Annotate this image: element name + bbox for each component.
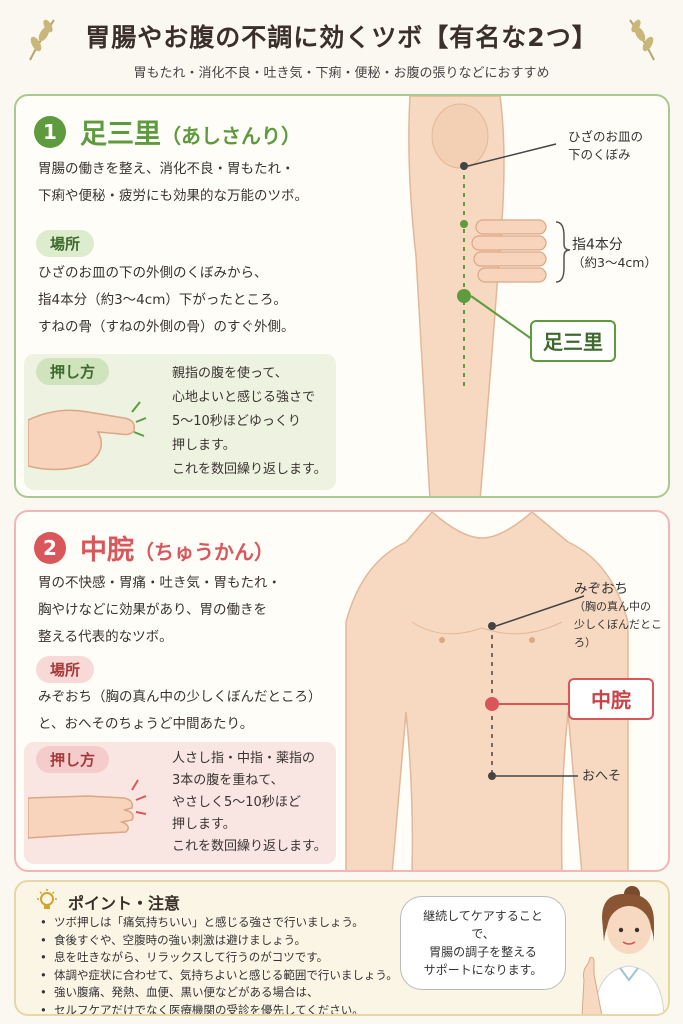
list-item: 息を吐きながら、リラックスして行うのがコツです。 (40, 949, 398, 967)
point-title: 足三里（あしさんり） (80, 119, 301, 150)
ashisanri-callout: 足三里 (530, 320, 616, 362)
nurse-avatar (581, 886, 665, 1014)
hand-fingers-icon (28, 779, 147, 839)
list-item: ツボ押しは「痛気持ちいい」と感じる強さで行いましょう。 (40, 914, 398, 932)
list-item-continuation: セルフケアだけでなく医療機関の受診を優先してください。 (40, 1002, 398, 1015)
lightbulb-icon (37, 889, 57, 909)
list-item: 強い腹痛、発熱、血便、黒い便などがある場合は、 (40, 984, 398, 1002)
leg-illustration (408, 96, 571, 496)
knee-label: ひざのお皿の 下のくぼみ (568, 129, 644, 162)
press-tag: 押し方 (36, 358, 110, 385)
mizoochi-label: みぞおち （胸の真ん中の 少しくぼんだところ） (574, 581, 662, 649)
press-text: 人さし指・中指・薬指の 3本の腹を重ねて、 やさしく5〜10秒ほど 押します。 … (172, 751, 327, 854)
notes-list: ツボ押しは「痛気持ちいい」と感じる強さで行いましょう。 食後すぐや、空腹時の強い… (40, 914, 398, 1015)
speech-bubble: 継続してケアすることで、 胃腸の調子を整える サポートになります。 (400, 896, 566, 990)
hand-thumb-icon (28, 401, 147, 471)
fingers-measure (471, 219, 547, 283)
chukan-callout: 中脘 (568, 678, 654, 720)
location-text: みぞおち（胸の真ん中の少しくぼんだところ） と、おへそのちょうど中間あたり。 (38, 689, 322, 732)
page-subtitle: 胃もたれ・消化不良・吐き気・下痢・便秘・お腹の張りなどにおすすめ (133, 66, 550, 81)
list-item: 体調や症状に合わせて、気持ちよいと感じる範囲で行いましょう。 (40, 967, 398, 985)
notes-title: ポイント・注意 (68, 894, 181, 913)
location-tag: 場所 (36, 656, 95, 683)
finger-width-label: 指4本分 （約3〜4cm） (572, 237, 657, 270)
press-text: 親指の腹を使って、 心地よいと感じる強さで 5〜10秒ほどゆっくり 押します。 … (172, 366, 327, 477)
point-number: 2 (34, 532, 66, 564)
point-description: 胃腸の働きを整え、消化不良・胃もたれ・ 下痢や便秘・疲労にも効果的な万能のツボ。 (38, 161, 308, 204)
page-title: 胃腸やお腹の不調に効くツボ【有名な2つ】 (85, 23, 598, 52)
list-item: 食後すぐや、空腹時の強い刺激は避けましょう。 (40, 932, 398, 950)
notes-card: ポイント・注意 ツボ押しは「痛気持ちいい」と感じる強さで行いましょう。 食後すぐ… (14, 880, 670, 1016)
press-box: 押し方 親指の腹を使って、 心地よいと感じる強さで 5〜10秒ほどゆっくり 押し… (24, 354, 336, 490)
leaf-icon-right (629, 19, 655, 61)
point-card-chukan: みぞおち （胸の真ん中の 少しくぼんだところ） 中脘 おへそ 2 中脘（ちゅうか… (14, 510, 670, 872)
point-card-ashisanri: ひざのお皿の 下のくぼみ 指4本分 （約3〜4cm） 足三里 1 足三里（あしさ… (14, 94, 670, 498)
location-text: ひざのお皿の下の外側のくぼみから、 指4本分（約3〜4cm）下がったところ。 す… (38, 265, 295, 335)
navel-label: おへそ (582, 769, 622, 784)
leaf-icon-left (29, 19, 55, 61)
point-title: 中脘（ちゅうかん） (80, 535, 274, 566)
press-box: 押し方 人さし指・中指・薬指の 3本の腹を重ねて、 やさしく5〜10秒ほど 押し… (24, 742, 336, 864)
point-number: 1 (34, 116, 66, 148)
torso-illustration (345, 512, 629, 870)
press-tag: 押し方 (36, 746, 110, 773)
location-tag: 場所 (36, 230, 95, 257)
point-description: 胃の不快感・胃痛・吐き気・胃もたれ・ 胸やけなどに効果があり、胃の働きを 整える… (38, 575, 281, 645)
